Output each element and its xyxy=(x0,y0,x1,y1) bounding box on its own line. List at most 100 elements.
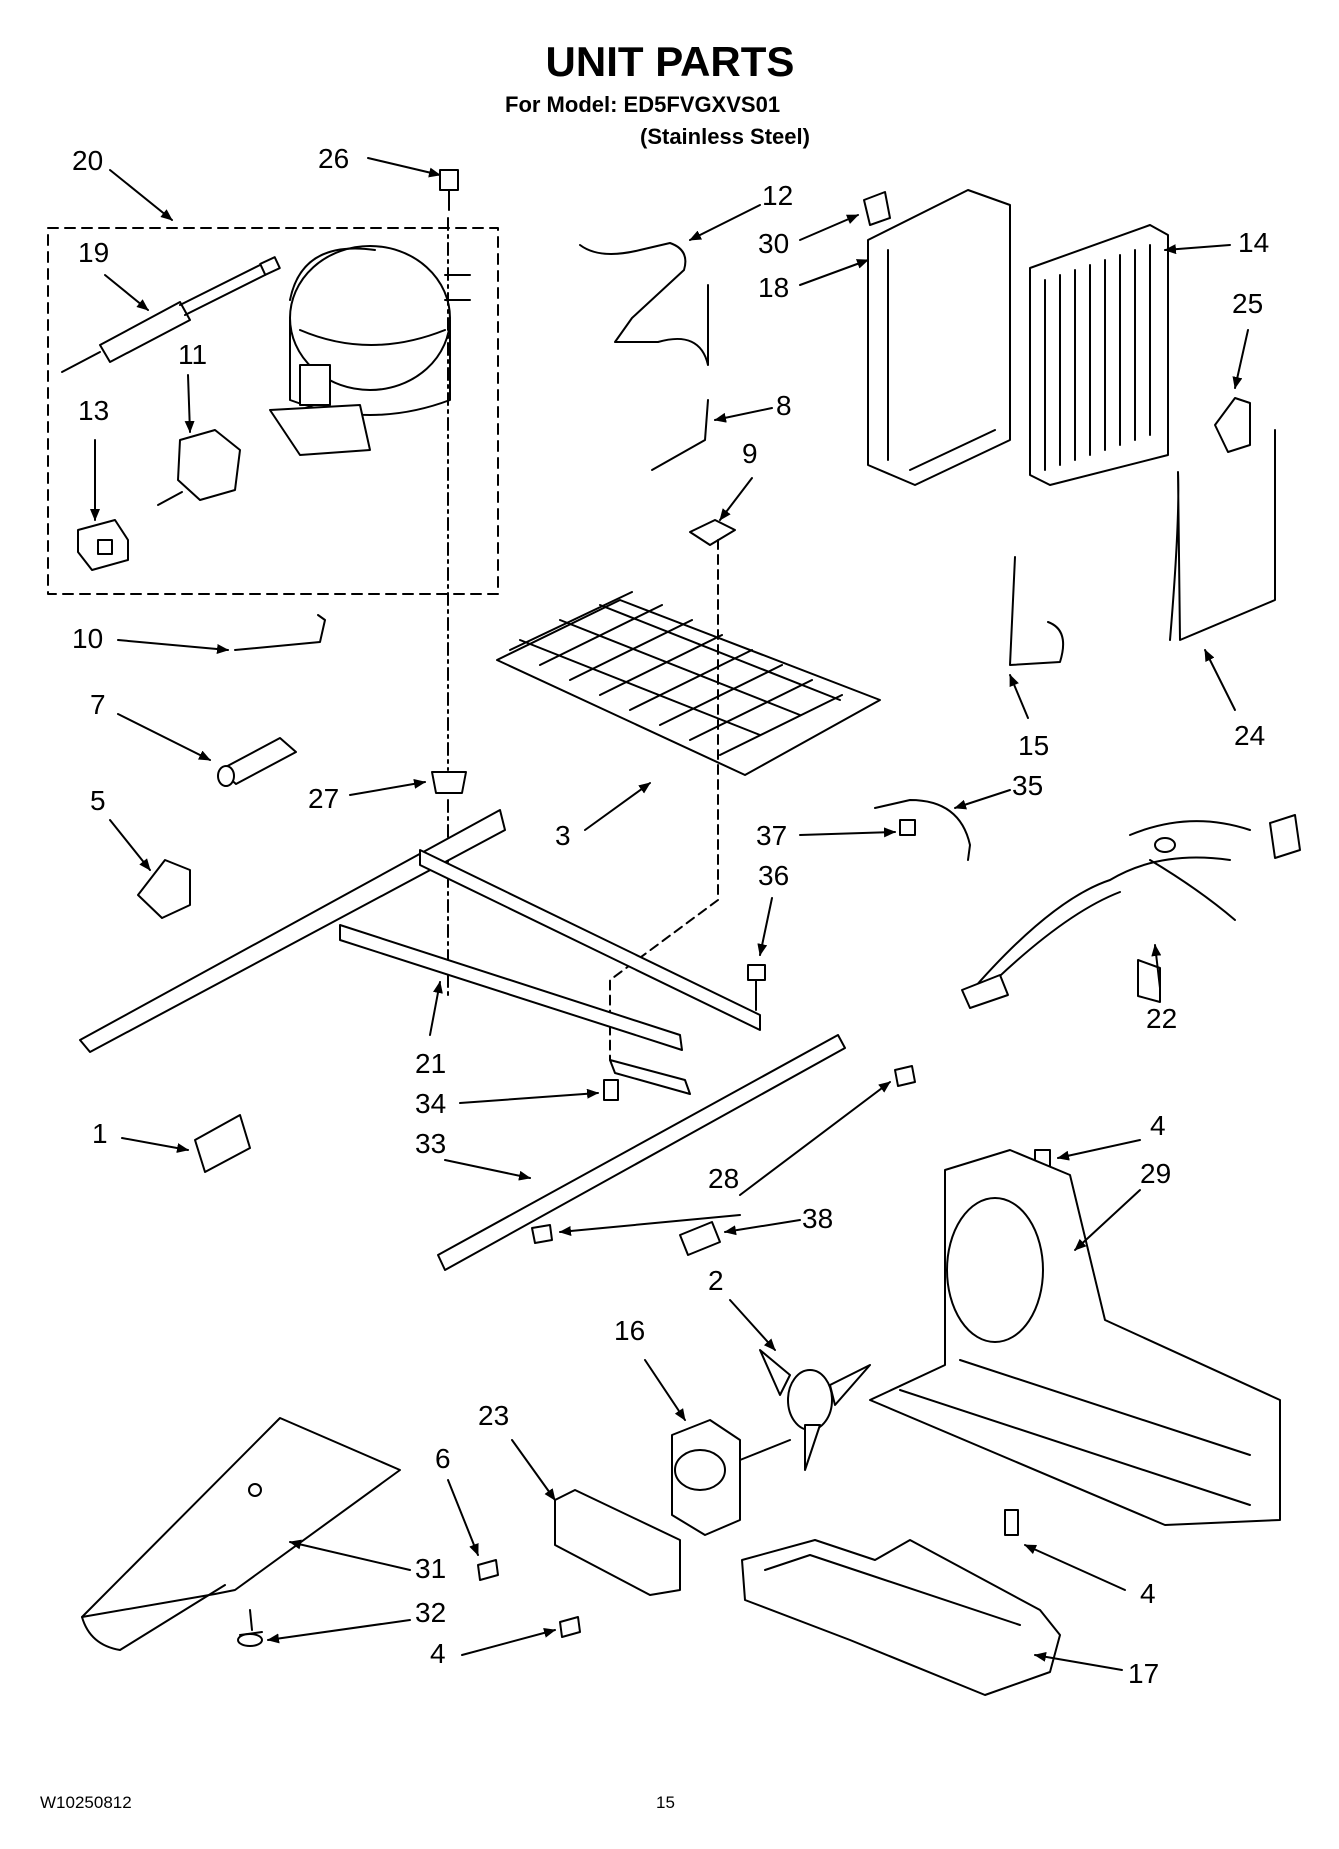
condenser-coil xyxy=(496,591,881,776)
screw-28-b xyxy=(894,1065,916,1087)
fan-shroud-base xyxy=(869,1149,1281,1526)
callout-9: 9 xyxy=(742,438,758,469)
bracket-bar-33 xyxy=(437,1034,846,1271)
callout-13: 13 xyxy=(78,395,109,426)
callout-7: 7 xyxy=(90,689,106,720)
callout-1: 1 xyxy=(92,1118,108,1149)
leader-17 xyxy=(1034,1651,1123,1671)
leader-27 xyxy=(349,778,426,796)
screw-6 xyxy=(477,1559,499,1581)
callout-36: 36 xyxy=(758,860,789,891)
leader-30 xyxy=(799,214,859,241)
callout-18: 18 xyxy=(758,272,789,303)
leader-10 xyxy=(117,639,229,654)
callout-19: 19 xyxy=(78,237,109,268)
drain-pan xyxy=(741,1539,1061,1696)
screw-4-left xyxy=(559,1616,581,1638)
screw-4-bottom xyxy=(1004,1509,1019,1536)
callout-28: 28 xyxy=(708,1163,739,1194)
leader-36 xyxy=(757,897,773,956)
motor-bracket-23 xyxy=(554,1489,681,1596)
fan-motor xyxy=(671,1419,791,1536)
leader-5 xyxy=(109,819,151,871)
leader-19 xyxy=(104,274,149,311)
callout-11: 11 xyxy=(178,339,207,370)
leader-26 xyxy=(367,157,441,178)
leader-8 xyxy=(714,407,773,423)
model-line: For Model: ED5FVGXVS01 xyxy=(505,92,781,117)
leader-9 xyxy=(719,477,753,521)
callout-14: 14 xyxy=(1238,227,1269,258)
callout-2: 2 xyxy=(708,1265,724,1296)
relay xyxy=(157,429,241,506)
fan-blade xyxy=(759,1349,871,1471)
callout-37: 37 xyxy=(756,820,787,851)
leader-1 xyxy=(121,1137,189,1153)
rail-frame xyxy=(79,809,761,1095)
callout-4-bottom: 4 xyxy=(1140,1578,1156,1609)
tube-8 xyxy=(651,399,709,471)
label-plate-1 xyxy=(194,1114,251,1173)
screw-28-a xyxy=(531,1224,553,1244)
bracket-25 xyxy=(1214,397,1251,453)
callout-5: 5 xyxy=(90,785,106,816)
leader-3 xyxy=(584,782,651,831)
leader-22 xyxy=(1151,944,1162,989)
compressor-kit-box xyxy=(47,227,499,595)
callout-6: 6 xyxy=(435,1443,451,1474)
callout-25: 25 xyxy=(1232,288,1263,319)
callout-15: 15 xyxy=(1018,730,1049,761)
compressor xyxy=(269,245,471,456)
callout-22: 22 xyxy=(1146,1003,1177,1034)
leader-31 xyxy=(289,1539,411,1571)
callout-27: 27 xyxy=(308,783,339,814)
leader-38 xyxy=(724,1219,801,1236)
leader-14 xyxy=(1164,244,1231,255)
callout-8: 8 xyxy=(776,390,792,421)
condenser xyxy=(1029,224,1169,486)
leader-4-left xyxy=(461,1628,556,1656)
callout-23: 23 xyxy=(478,1400,509,1431)
page-title: UNIT PARTS xyxy=(545,38,795,85)
leader-4-bottom xyxy=(1024,1544,1126,1591)
grommet-27 xyxy=(431,771,467,794)
leader-6 xyxy=(447,1479,479,1556)
evaporator-housing xyxy=(867,189,1011,486)
fitting-38 xyxy=(679,1221,721,1256)
callout-3: 3 xyxy=(555,820,571,851)
callout-30: 30 xyxy=(758,228,789,259)
leader-15 xyxy=(1009,674,1029,719)
leader-2 xyxy=(729,1299,776,1351)
leader-20 xyxy=(109,169,173,221)
leader-16 xyxy=(644,1359,686,1421)
callout-26: 26 xyxy=(318,143,349,174)
overload xyxy=(77,519,129,571)
wire-10 xyxy=(234,614,326,651)
leader-18 xyxy=(799,259,869,286)
screw-34 xyxy=(603,1079,619,1101)
terminal-37 xyxy=(899,819,916,836)
callout-4-left: 4 xyxy=(430,1638,446,1669)
callout-32: 32 xyxy=(415,1597,446,1628)
wire-35 xyxy=(874,799,971,861)
callout-17: 17 xyxy=(1128,1658,1159,1689)
leader-33 xyxy=(444,1159,531,1181)
clip-32 xyxy=(239,1609,263,1636)
leader-28-a xyxy=(559,1214,741,1236)
callout-35: 35 xyxy=(1012,770,1043,801)
document-number: W10250812 xyxy=(40,1793,132,1812)
callout-16: 16 xyxy=(614,1315,645,1346)
callout-21: 21 xyxy=(415,1048,446,1079)
screw-26 xyxy=(439,169,459,211)
leader-23 xyxy=(511,1439,556,1501)
screw-36 xyxy=(747,964,766,1011)
wire-harness xyxy=(961,814,1301,1009)
leader-32 xyxy=(267,1619,411,1644)
panel-31 xyxy=(81,1417,401,1651)
leader-29 xyxy=(1074,1189,1141,1251)
leader-21 xyxy=(429,981,443,1036)
leader-34 xyxy=(459,1088,599,1104)
leader-35 xyxy=(954,789,1011,810)
